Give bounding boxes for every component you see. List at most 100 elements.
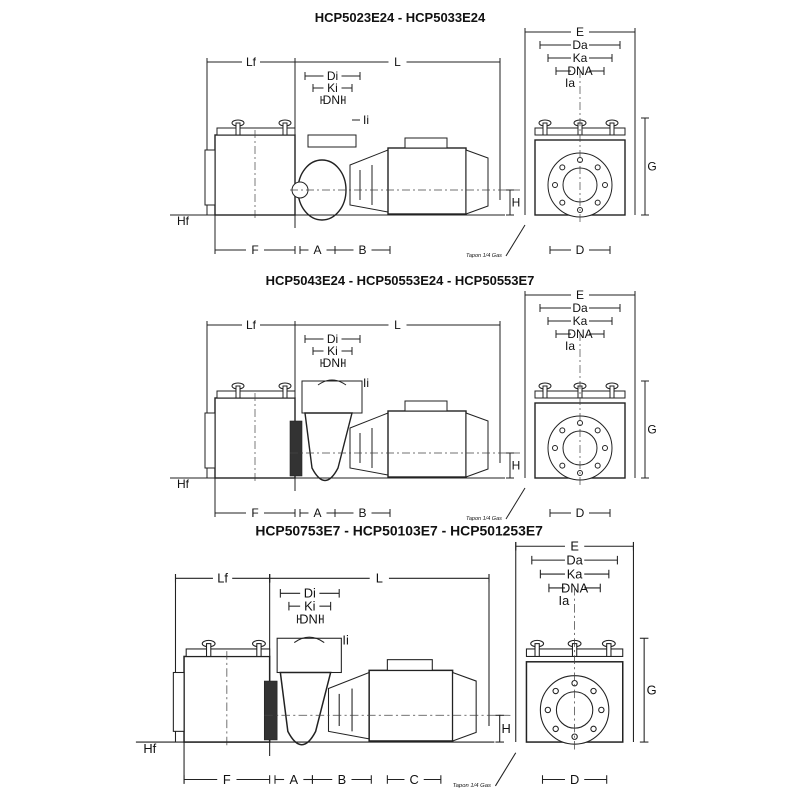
motor-fan-cover (465, 412, 489, 478)
bolt-hole (594, 199, 601, 206)
bolt-hole (559, 164, 566, 171)
bolt-hole (552, 687, 559, 695)
leader-line (494, 752, 517, 787)
dimension-label-ki: Ki (304, 598, 315, 613)
dimension-label-ii: Ii (342, 633, 348, 648)
bolt-hole (602, 445, 608, 451)
dimension-label-da: Da (572, 38, 588, 52)
strainer-lid (216, 127, 296, 136)
handle-stem (534, 643, 540, 657)
coupling-flange (263, 680, 278, 741)
dimension-label-b: B (338, 772, 347, 787)
handle-stem (282, 122, 288, 136)
dimension-label-ka: Ka (573, 51, 588, 65)
dimension-label-di: Di (327, 332, 338, 346)
tapon-label: Tapon 1/4 Gas (466, 516, 502, 522)
dimension-label-ki: Ki (327, 344, 338, 358)
bolt-hole (590, 687, 597, 695)
dimension-label-lf: Lf (246, 318, 257, 332)
pump-volute (304, 412, 353, 482)
dimension-label-l: L (394, 318, 401, 332)
bolt-hole (559, 199, 566, 206)
terminal-box (404, 137, 448, 149)
dimension-label-e: E (576, 288, 584, 302)
dimension-label-a: A (289, 772, 298, 787)
bolt-hole (544, 706, 552, 714)
terminal-box (404, 400, 448, 412)
motor-body (387, 410, 467, 478)
dimension-label-ii: Ii (363, 376, 369, 390)
inlet-flange (204, 149, 216, 206)
dimension-label-hf: Hf (143, 741, 156, 756)
bolt-hole (552, 445, 558, 451)
dimension-label-da: Da (566, 552, 583, 567)
dimension-label-ia: Ia (559, 593, 571, 608)
dimension-label-a: A (313, 243, 321, 257)
bolt-hole (590, 725, 597, 733)
dimension-label-g: G (647, 682, 657, 697)
flange-arc (317, 379, 347, 386)
dimension-label-di: Di (304, 586, 316, 601)
handle-stem (205, 643, 212, 657)
tapon-label: Tapon 1/4 Gas (466, 253, 502, 259)
suction-flange-top (307, 134, 357, 148)
motor-adapter (349, 412, 389, 476)
handle-stem (282, 385, 288, 399)
dimension-label-lf: Lf (217, 571, 228, 586)
dimension-label-hf: Hf (177, 477, 190, 491)
dimension-label-d: D (570, 772, 579, 787)
dimension-label-g: G (647, 160, 656, 174)
dimension-label-h: H (512, 196, 521, 210)
bolt-hole (594, 427, 601, 434)
bolt-hole (602, 182, 608, 188)
dimension-label-ii: Ii (363, 113, 369, 127)
dimension-label-l: L (376, 571, 383, 586)
handle-stem (609, 122, 615, 136)
dimension-label-dni: DNI (323, 356, 344, 370)
strainer-lid (216, 390, 296, 399)
handle-stem (256, 643, 262, 657)
bolt-hole (552, 725, 559, 733)
dimension-label-dni: DNI (323, 93, 344, 107)
dimension-label-h: H (501, 721, 510, 736)
bolt-hole (552, 182, 558, 188)
dimension-label-b: B (358, 506, 366, 520)
dimension-label-h: H (512, 459, 521, 473)
dimension-label-d: D (576, 243, 585, 257)
section-title: HCP50753E7 - HCP50103E7 - HCP501253E7 (255, 523, 543, 539)
bolt-hole (559, 427, 566, 434)
motor-body (368, 669, 454, 742)
dimension-label-di: Di (327, 69, 338, 83)
motor-adapter (349, 149, 389, 213)
dimension-label-ki: Ki (327, 81, 338, 95)
strainer-lid (185, 648, 271, 657)
bolt-hole (598, 706, 605, 714)
pump-volute (279, 671, 332, 746)
dimension-label-a: A (313, 506, 321, 520)
coupling-flange (289, 420, 303, 477)
suction-flange-top (301, 380, 363, 414)
dimension-label-d: D (576, 506, 585, 520)
section-title: HCP5023E24 - HCP5033E24 (315, 10, 486, 25)
handle-stem (606, 643, 612, 657)
dimension-label-ia: Ia (565, 76, 575, 90)
dimension-label-da: Da (572, 301, 588, 315)
leader-line (505, 487, 526, 520)
dimension-label-dni: DNI (299, 611, 321, 626)
dimension-label-ka: Ka (573, 314, 588, 328)
handle-stem (235, 385, 241, 399)
inlet-flange (172, 671, 185, 732)
dimension-label-f: F (251, 243, 258, 257)
bolt-hole (594, 164, 601, 171)
dimension-label-ka: Ka (567, 566, 584, 581)
motor-fan-cover (465, 149, 489, 215)
inlet-flange (204, 412, 216, 469)
section-title: HCP5043E24 - HCP50553E24 - HCP50553E7 (266, 273, 535, 288)
leader-line (505, 224, 526, 257)
handle-stem (542, 122, 548, 136)
dimension-label-e: E (576, 25, 584, 39)
flange-arc (293, 636, 325, 643)
